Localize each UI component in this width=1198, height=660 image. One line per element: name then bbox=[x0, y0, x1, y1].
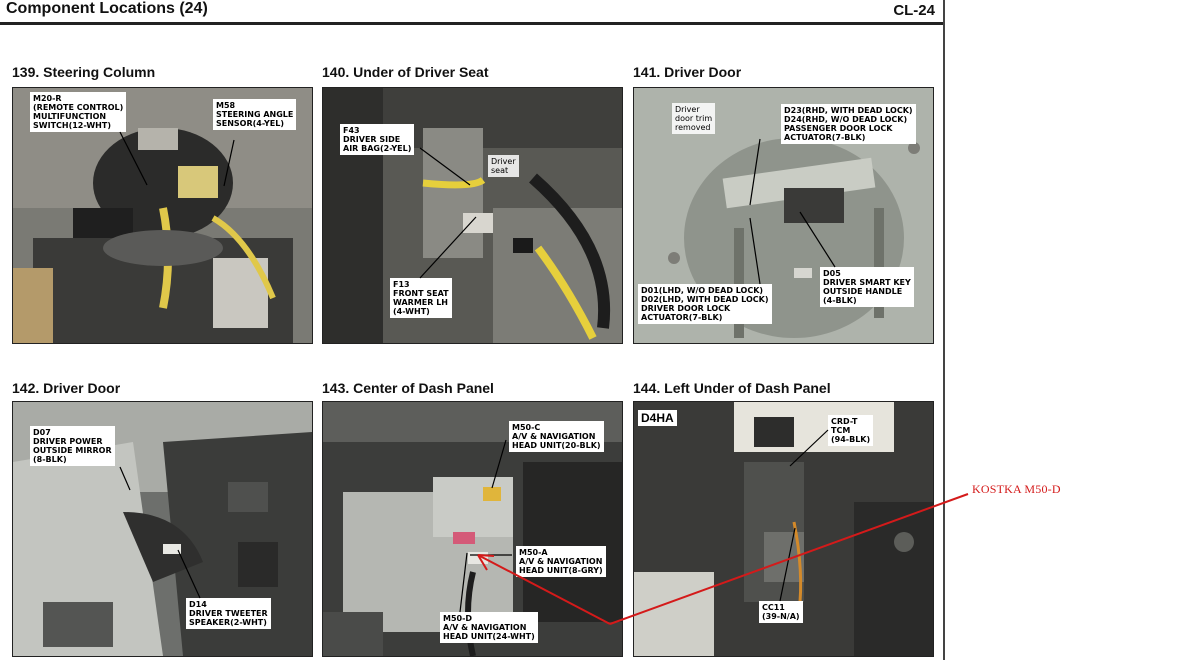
badge-d4ha: D4HA bbox=[638, 410, 677, 426]
page-code: CL-24 bbox=[893, 2, 935, 19]
label-d14: D14 DRIVER TWEETER SPEAKER(2-WHT) bbox=[186, 598, 271, 629]
page-header: Component Locations (24) CL-24 bbox=[0, 0, 945, 25]
label-trim-removed: Driver door trim removed bbox=[672, 103, 716, 134]
label-d05: D05 DRIVER SMART KEY OUTSIDE HANDLE (4-B… bbox=[820, 267, 914, 307]
label-m58: M58 STEERING ANGLE SENSOR(4-YEL) bbox=[213, 99, 297, 130]
manual-page: Component Locations (24) CL-24 139. Stee… bbox=[0, 0, 945, 660]
label-crd-t: CRD-T TCM (94-BLK) bbox=[828, 415, 874, 446]
label-driver-seat: Driver seat bbox=[488, 155, 519, 177]
label-m20r: M20-R (REMOTE CONTROL) MULTIFUNCTION SWI… bbox=[30, 92, 127, 132]
panel-title-144: 144. Left Under of Dash Panel bbox=[633, 380, 831, 396]
panel-title-140: 140. Under of Driver Seat bbox=[322, 64, 489, 80]
label-m50c: M50-C A/V & NAVIGATION HEAD UNIT(20-BLK) bbox=[509, 421, 604, 452]
right-border-rule bbox=[943, 0, 945, 660]
label-cc11: CC11 (39-N/A) bbox=[759, 601, 803, 623]
label-m50a: M50-A A/V & NAVIGATION HEAD UNIT(8-GRY) bbox=[516, 546, 606, 577]
label-d07: D07 DRIVER POWER OUTSIDE MIRROR (8-BLK) bbox=[30, 426, 115, 466]
label-d01-d02: D01(LHD, W/O DEAD LOCK) D02(LHD, WITH DE… bbox=[638, 284, 772, 324]
panel-title-142: 142. Driver Door bbox=[12, 380, 121, 396]
label-d23-d24: D23(RHD, WITH DEAD LOCK) D24(RHD, W/O DE… bbox=[781, 104, 916, 144]
panel-title-141: 141. Driver Door bbox=[633, 64, 742, 80]
label-f13: F13 FRONT SEAT WARMER LH (4-WHT) bbox=[390, 278, 452, 318]
annotation-kostka-m50d: KOSTKA M50-D bbox=[972, 482, 1061, 496]
label-f43: F43 DRIVER SIDE AIR BAG(2-YEL) bbox=[340, 124, 415, 155]
page-title: Component Locations (24) bbox=[6, 0, 208, 17]
panel-title-139: 139. Steering Column bbox=[12, 64, 156, 80]
panel-title-143: 143. Center of Dash Panel bbox=[322, 380, 494, 396]
label-m50d: M50-D A/V & NAVIGATION HEAD UNIT(24-WHT) bbox=[440, 612, 538, 643]
